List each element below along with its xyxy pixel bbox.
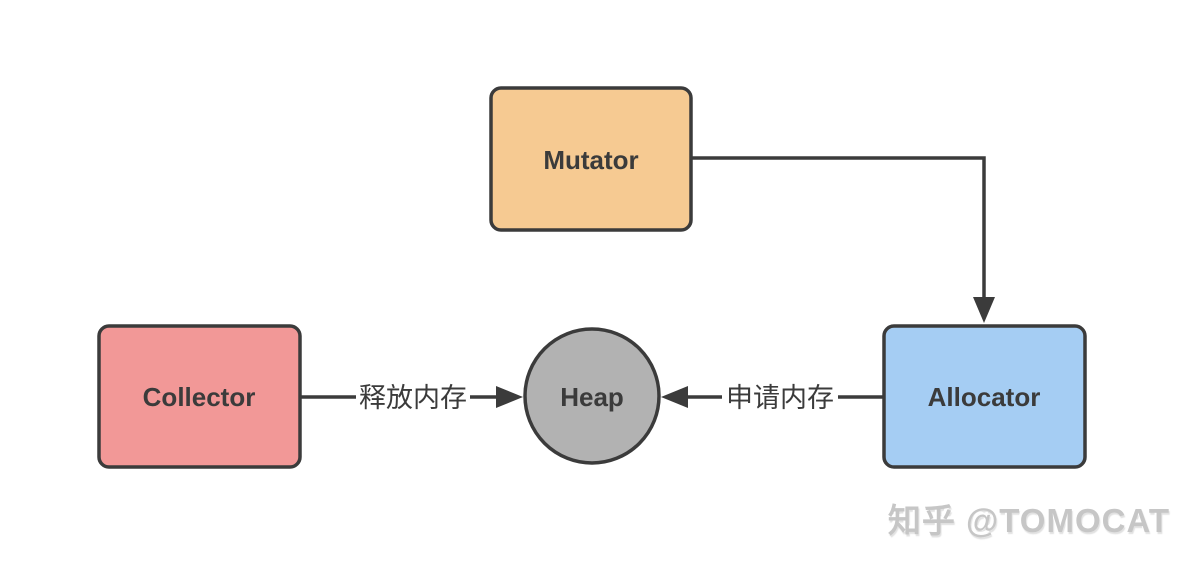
node-collector <box>97 324 302 469</box>
node-allocator <box>882 324 1087 469</box>
node-heap <box>523 327 661 465</box>
edge-mutator-to-allocator <box>691 156 986 299</box>
edge-label-release-memory: 释放内存 <box>359 383 467 413</box>
arrowhead-into-heap-right <box>661 386 688 408</box>
node-mutator <box>489 86 693 232</box>
arrowhead-into-heap-left <box>496 386 523 408</box>
zhihu-watermark: 知乎 @TOMOCAT <box>887 502 1170 539</box>
node-allocator-label: Allocator <box>928 382 1041 412</box>
node-mutator-label: Mutator <box>543 145 638 175</box>
node-collector-label: Collector <box>143 382 256 412</box>
node-heap-label: Heap <box>560 382 624 412</box>
arrowhead-into-allocator <box>973 297 995 323</box>
edge-label-request-memory: 申请内存 <box>726 383 834 413</box>
